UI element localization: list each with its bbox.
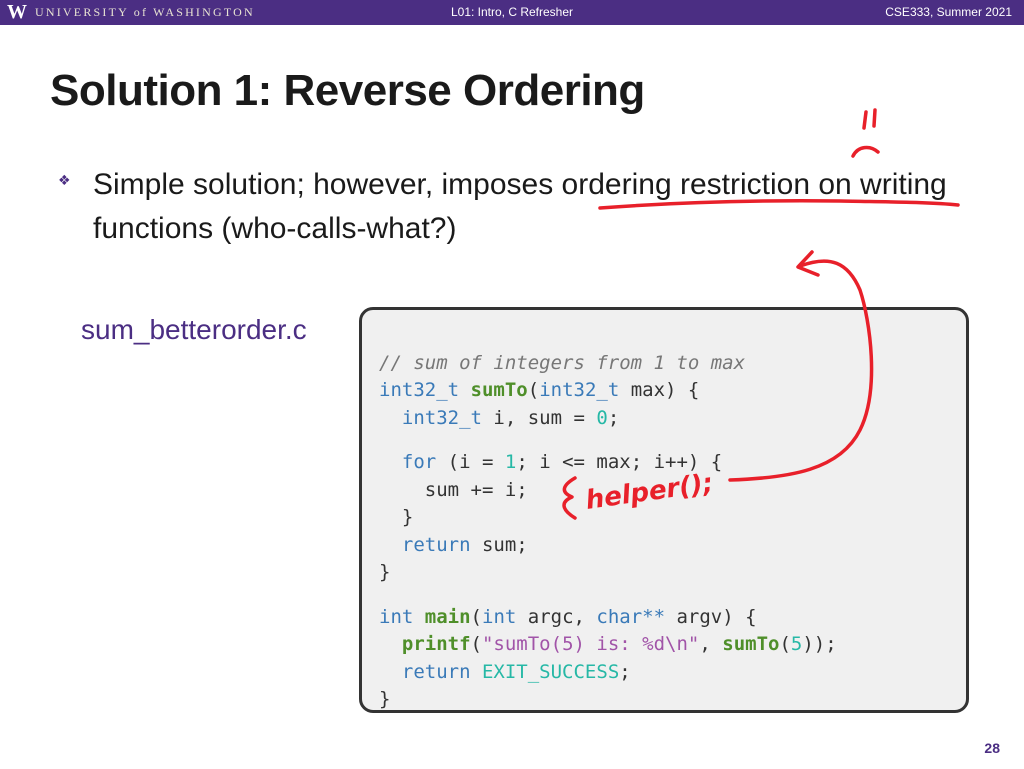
lecture-title: L01: Intro, C Refresher <box>450 5 574 19</box>
arrowhead <box>796 250 820 277</box>
code-line: sum += i; <box>379 478 528 501</box>
filename-label: sum_betterorder.c <box>81 314 307 345</box>
page-number: 28 <box>984 740 1000 756</box>
uw-w-icon: W <box>7 1 27 23</box>
slide-header: W UNIVERSITY of WASHINGTON L01: Intro, C… <box>0 0 1024 25</box>
slide-title: Solution 1: Reverse Ordering <box>50 66 645 115</box>
code-line: int32_t sumTo(int32_t max) { <box>379 379 700 401</box>
code-line: printf("sumTo(5) is: %d\n", sumTo(5)); <box>401 633 837 655</box>
exclaim-curve <box>851 145 880 158</box>
code-line: return EXIT_SUCCESS; <box>401 660 631 683</box>
code-comment: // sum of integers from 1 to max <box>379 351 746 374</box>
code-line: int32_t i, sum = 0; <box>401 406 620 429</box>
code-line: } <box>379 506 414 528</box>
exclaim-mark-2 <box>872 108 877 128</box>
code-gap <box>379 587 837 604</box>
code-line: } <box>379 561 391 583</box>
diamond-bullet-icon: ❖ <box>58 172 71 188</box>
code-line: int main(int argc, char** argv) { <box>379 605 757 628</box>
university-name: UNIVERSITY of WASHINGTON <box>35 5 255 19</box>
course-label: CSE333, Summer 2021 <box>885 5 1012 19</box>
code-line: return sum; <box>401 533 528 556</box>
code-listing: // sum of integers from 1 to max int32_t … <box>379 322 837 769</box>
bullet-text: Simple solution; however, imposes orderi… <box>93 168 947 245</box>
code-line: for (i = 1; i <= max; i++) { <box>401 451 723 473</box>
uw-logo: W UNIVERSITY of WASHINGTON <box>7 1 255 23</box>
code-gap <box>379 432 837 449</box>
code-line: } <box>379 688 391 710</box>
exclaim-mark-1 <box>862 110 868 130</box>
code-block: // sum of integers from 1 to max int32_t … <box>359 307 969 713</box>
code-line: // sum of integers from 1 to max <box>379 350 837 378</box>
